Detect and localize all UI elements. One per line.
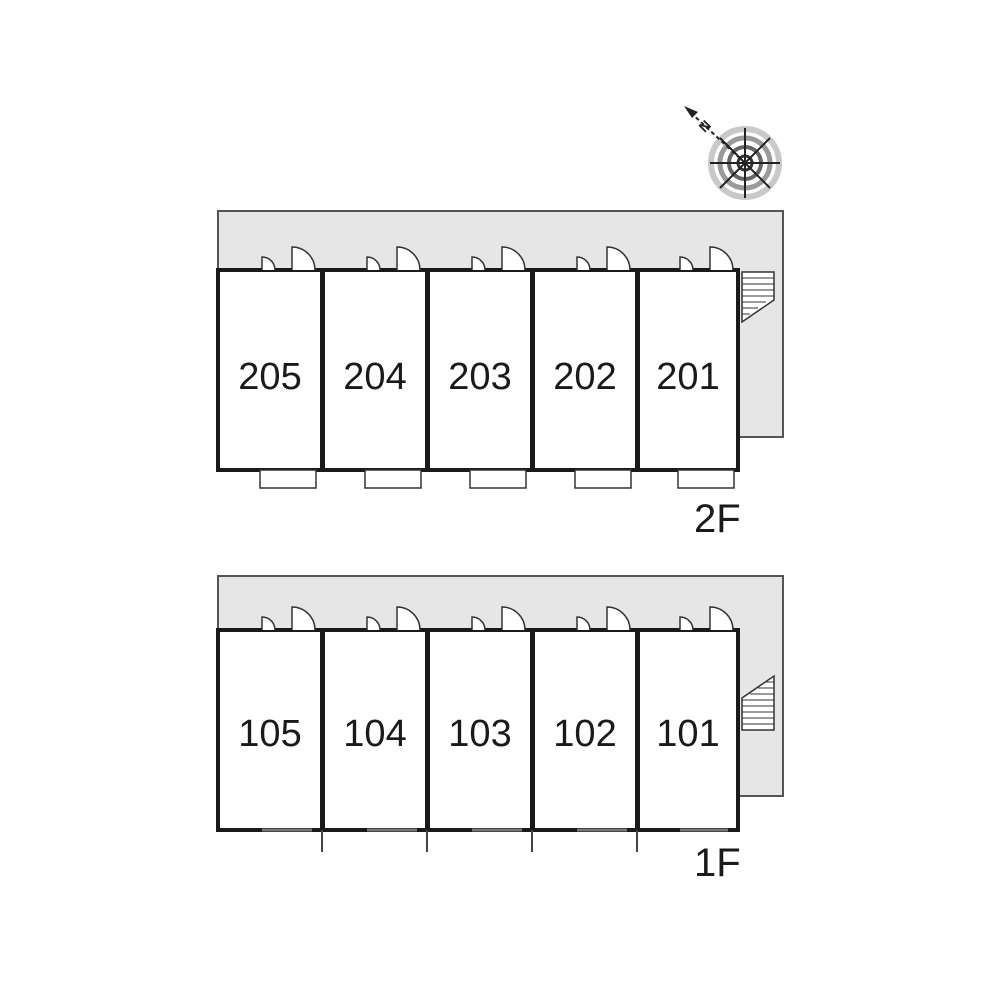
doors-1f: [261, 606, 734, 631]
doors-2f: [261, 246, 734, 271]
unit-1f-5: 101: [636, 628, 740, 832]
compass: N: [684, 106, 782, 200]
unit-number: 205: [238, 356, 301, 398]
staircase-1f: [741, 674, 775, 731]
floor-label-1f: 1F: [694, 841, 741, 885]
staircase-2f: [741, 271, 775, 324]
unit-2f-3: 203: [426, 268, 534, 472]
compass-rose-icon: [684, 106, 782, 200]
unit-number: 202: [553, 356, 616, 398]
unit-2f-1: 205: [216, 268, 324, 472]
unit-2f-2: 204: [321, 268, 429, 472]
unit-number: 102: [553, 713, 616, 755]
unit-2f-5: 201: [636, 268, 740, 472]
unit-1f-3: 103: [426, 628, 534, 832]
unit-number: 101: [656, 713, 719, 755]
floor-1f: 105 104 103 102 101: [216, 575, 784, 885]
unit-1f-4: 102: [531, 628, 639, 832]
unit-number: 201: [656, 356, 719, 398]
unit-number: 203: [448, 356, 511, 398]
balconies-2f: [259, 469, 735, 489]
unit-1f-2: 104: [321, 628, 429, 832]
unit-number: 105: [238, 713, 301, 755]
unit-1f-1: 105: [216, 628, 324, 832]
unit-number: 104: [343, 713, 406, 755]
partition-posts-1f: [321, 830, 638, 852]
unit-number: 103: [448, 713, 511, 755]
unit-number: 204: [343, 356, 406, 398]
floor-label-2f: 2F: [694, 497, 741, 541]
unit-2f-4: 202: [531, 268, 639, 472]
floor-2f: 205 204 203 202 201: [216, 210, 784, 541]
